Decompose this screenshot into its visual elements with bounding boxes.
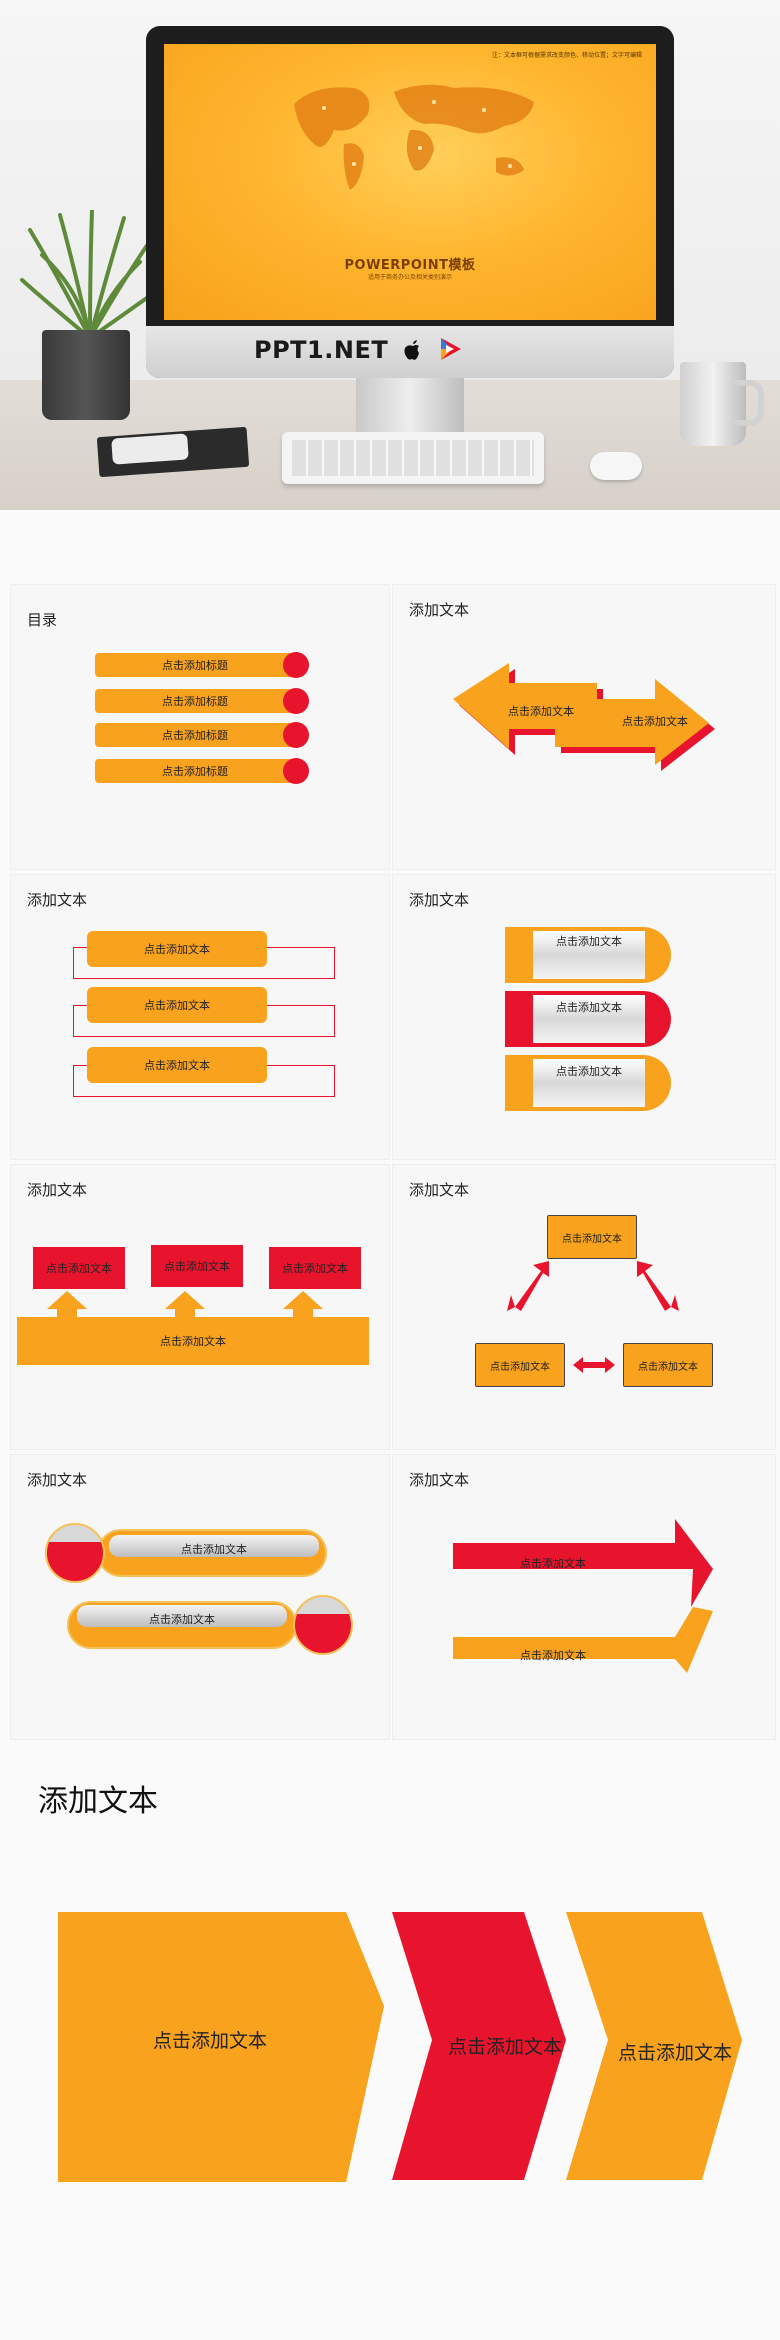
section-title: 添加文本 — [38, 1784, 158, 1819]
plant-pot — [42, 330, 130, 420]
slide-stacked-cards: 添加文本 点击添加文本 点击添加文本 点击添加文本 — [392, 874, 776, 1160]
pillar-top-label: 点击添加文本 — [46, 1262, 112, 1275]
slide-arrows: 添加文本 点击添加文本 点击添加文本 — [392, 584, 776, 870]
pillar-top-label: 点击添加文本 — [282, 1262, 348, 1275]
toc-item[interactable]: 点击添加标题 — [95, 759, 295, 783]
slide-title: 添加文本 — [27, 1471, 88, 1489]
toc-dot — [283, 688, 309, 714]
slide-title: 添加文本 — [409, 891, 470, 909]
plant-leaves-icon — [20, 210, 160, 340]
chevron-label[interactable]: 点击添加文本 — [152, 2030, 267, 2052]
slide-title: 添加文本 — [27, 891, 88, 909]
tab-box-label: 点击添加文本 — [144, 943, 210, 956]
cycle-left-label: 点击添加文本 — [490, 1361, 550, 1373]
arrow-right-label[interactable]: 点击添加文本 — [622, 715, 688, 728]
screen-title: POWERPOINT模板 — [344, 258, 476, 273]
tab-box[interactable]: 点击添加文本 — [87, 987, 267, 1023]
toc-item-label: 点击添加标题 — [162, 729, 228, 742]
pillar-top[interactable]: 点击添加文本 — [151, 1245, 243, 1287]
screen-subtitle: 适用于商务办公及相关类别演示 — [367, 274, 452, 281]
slide-title: 添加文本 — [409, 1181, 470, 1199]
double-arrow-graphic — [453, 663, 715, 771]
mouse — [590, 452, 642, 480]
cycle-left-box[interactable]: 点击添加文本 — [475, 1343, 565, 1387]
slide-toc: 目录 点击添加标题 点击添加标题 点击添加标题 点击添加标题 — [10, 584, 390, 870]
cycle-top-box[interactable]: 点击添加文本 — [547, 1215, 637, 1259]
toc-item-label: 点击添加标题 — [162, 695, 228, 708]
slide-capsules: 添加文本 点击添加文本 点击添加文本 — [10, 1454, 390, 1740]
tab-box[interactable]: 点击添加文本 — [87, 1047, 267, 1083]
card-label[interactable]: 点击添加文本 — [556, 935, 622, 948]
toc-item-label: 点击添加标题 — [162, 765, 228, 778]
toc-item[interactable]: 点击添加标题 — [95, 689, 295, 713]
card-label[interactable]: 点击添加文本 — [556, 1001, 622, 1014]
slide-title: 目录 — [27, 611, 58, 629]
tab-box-label: 点击添加文本 — [144, 1059, 210, 1072]
toc-item-label: 点击添加标题 — [162, 659, 228, 672]
cycle-right-label: 点击添加文本 — [638, 1361, 698, 1373]
cycle-right-box[interactable]: 点击添加文本 — [623, 1343, 713, 1387]
chevron-label[interactable]: 点击添加文本 — [617, 2042, 732, 2064]
pillar-top[interactable]: 点击添加文本 — [33, 1247, 125, 1289]
keyboard — [282, 432, 544, 484]
tab-box-label: 点击添加文本 — [144, 999, 210, 1012]
toc-dot — [283, 758, 309, 784]
monitor: 注：文本框可根据需求改变颜色、移动位置；文字可编辑 POWERPOINT模板 适… — [146, 26, 674, 378]
toc-dot — [283, 722, 309, 748]
pillar-base-label: 点击添加文本 — [160, 1335, 226, 1348]
slide-title: 添加文本 — [27, 1181, 88, 1199]
card-face — [533, 931, 645, 979]
cycle-top-label: 点击添加文本 — [562, 1233, 622, 1245]
chevron-label[interactable]: 点击添加文本 — [447, 2036, 562, 2058]
capsule-label[interactable]: 点击添加文本 — [181, 1543, 247, 1556]
card-face — [533, 995, 645, 1043]
hero-photo: 注：文本框可根据需求改变颜色、移动位置；文字可编辑 POWERPOINT模板 适… — [0, 0, 780, 510]
card-tab — [505, 927, 533, 983]
brand-text: PPT1.NET — [254, 336, 389, 364]
mug — [680, 362, 764, 446]
monitor-chin: PPT1.NET — [146, 326, 674, 378]
ribbon-bottom-label[interactable]: 点击添加文本 — [520, 1649, 586, 1662]
ribbon-top-label[interactable]: 点击添加文本 — [520, 1557, 586, 1570]
pillar-top-label: 点击添加文本 — [164, 1260, 230, 1273]
cycle-arrows-graphic — [507, 1261, 679, 1373]
screen-note: 注：文本框可根据需求改变颜色、移动位置；文字可编辑 — [491, 52, 642, 59]
slide-tabs: 添加文本 点击添加文本 点击添加文本 点击添加文本 — [10, 874, 390, 1160]
slide-ribbon-arrows: 添加文本 点击添加文本 点击添加文本 — [392, 1454, 776, 1740]
monitor-screen: 注：文本框可根据需求改变颜色、移动位置；文字可编辑 POWERPOINT模板 适… — [164, 44, 656, 320]
slide-title: 添加文本 — [409, 1471, 470, 1489]
chevron-process-graphic — [58, 1912, 742, 2182]
capsule-circle — [293, 1595, 353, 1655]
toc-dot — [283, 652, 309, 678]
slide-pillars: 添加文本 点击添加文本 点击添加文本 点击添加文本 点击添加文本 — [10, 1164, 390, 1450]
card-label[interactable]: 点击添加文本 — [556, 1065, 622, 1078]
card-face — [533, 1059, 645, 1107]
toc-item[interactable]: 点击添加标题 — [95, 653, 295, 677]
play-logo-icon — [441, 338, 461, 360]
ribbon-arrows-graphic — [453, 1519, 713, 1673]
tab-box[interactable]: 点击添加文本 — [87, 931, 267, 967]
pillar-base[interactable]: 点击添加文本 — [17, 1317, 369, 1365]
pillar-top[interactable]: 点击添加文本 — [269, 1247, 361, 1289]
arrow-left-label[interactable]: 点击添加文本 — [508, 705, 574, 718]
phone — [111, 433, 189, 465]
toc-item[interactable]: 点击添加标题 — [95, 723, 295, 747]
apple-icon — [404, 340, 419, 360]
capsule-circle — [45, 1523, 105, 1583]
slide-title: 添加文本 — [409, 601, 470, 619]
world-map-icon — [294, 84, 534, 190]
slide-cycle: 添加文本 点击添加文本 点击添加文本 点击添加文本 — [392, 1164, 776, 1450]
monitor-stand — [356, 378, 464, 434]
capsule-label[interactable]: 点击添加文本 — [149, 1613, 215, 1626]
capsule-gloss — [109, 1535, 319, 1557]
capsule-gloss — [77, 1605, 287, 1627]
